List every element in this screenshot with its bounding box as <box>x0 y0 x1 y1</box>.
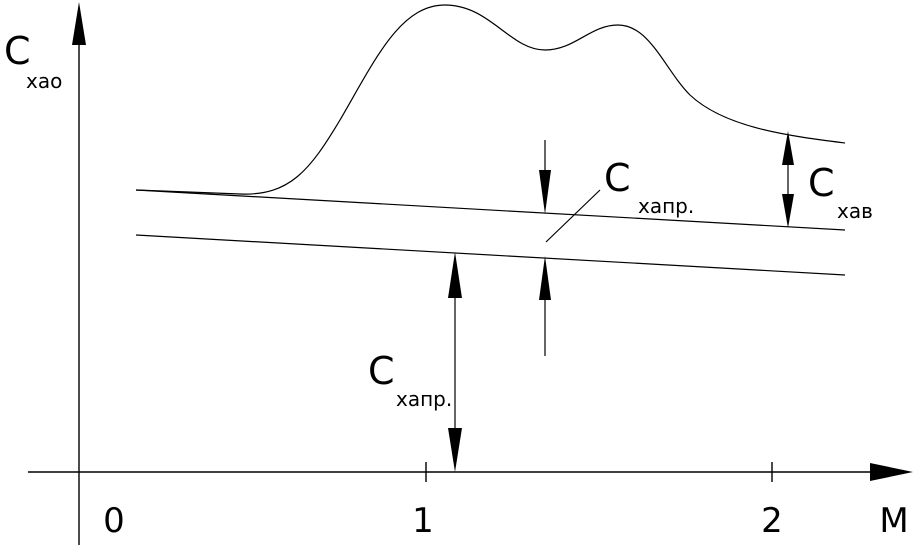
profile-drag-label-left-main: C <box>368 349 395 393</box>
y-axis-label-main: C <box>4 29 31 73</box>
x-tick-label-1: 1 <box>412 501 434 541</box>
wave-drag-double-arrow <box>782 131 794 228</box>
profile-drag-label-top-sub: xaпр. <box>638 194 694 218</box>
wave-drag-label-sub: xaв <box>837 199 873 223</box>
wave-drag-label-main: C <box>808 161 835 205</box>
profile-drag-upper-line <box>135 189 846 231</box>
total-drag-curve <box>135 4 846 195</box>
y-axis <box>72 2 86 545</box>
profile-drag-label-left: C xaпр. <box>368 349 452 411</box>
x-tick-label-0: 0 <box>103 501 125 541</box>
arrow-up-to-lower-line <box>539 256 551 356</box>
profile-drag-label-left-sub: xaпр. <box>396 387 452 411</box>
profile-drag-label-top: C xaпр. <box>604 156 694 218</box>
x-tick-label-2: 2 <box>761 501 783 541</box>
y-axis-label: C xao <box>4 29 62 93</box>
profile-drag-double-arrow <box>448 252 462 472</box>
profile-drag-lower-line <box>135 234 846 276</box>
wave-drag-label: C xaв <box>808 161 873 223</box>
arrow-down-to-upper-line <box>539 140 551 214</box>
profile-drag-label-top-main: C <box>604 156 631 200</box>
y-axis-label-sub: xao <box>26 69 62 93</box>
x-axis-label: M <box>879 501 908 541</box>
x-axis <box>28 463 913 481</box>
leader-line <box>545 189 601 243</box>
